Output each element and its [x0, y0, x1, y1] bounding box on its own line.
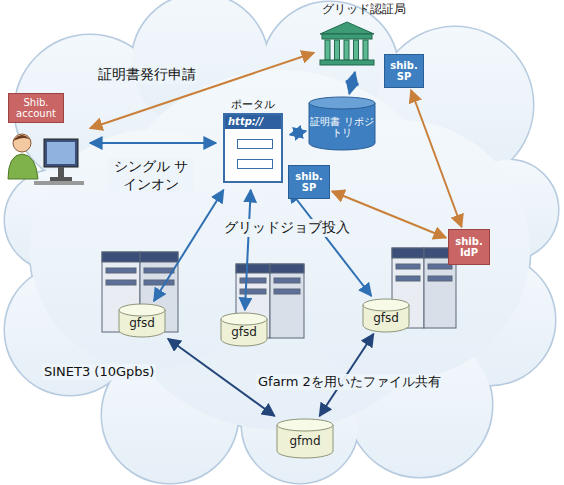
monitor-base: [50, 177, 72, 181]
portal-heading: ポータル: [218, 98, 288, 112]
user-node: Shib. account: [4, 93, 88, 193]
cloud-outline: [5, 0, 558, 483]
service-label: shib. SP: [387, 60, 421, 83]
cloud-fill: [5, 0, 558, 483]
account-box: Shib. account: [8, 93, 64, 123]
cylinder-top: [363, 299, 409, 311]
login-field: [237, 159, 273, 169]
portal-window: http://: [223, 113, 283, 183]
bank-column: [354, 40, 359, 60]
annotation-label: SINET3 (10Gpbs): [42, 364, 156, 380]
cyl-node: gfsd: [118, 303, 166, 337]
service-label: shib. SP: [291, 171, 327, 194]
bank-roof: [320, 22, 374, 34]
user-head: [13, 134, 31, 152]
user-body: [8, 154, 38, 179]
monitor-stand: [58, 167, 64, 177]
bank-column: [363, 40, 368, 60]
connector: [290, 131, 306, 135]
disk-label: gfsd: [231, 326, 257, 340]
portal-url: http://: [228, 116, 278, 128]
connector: [349, 72, 355, 94]
annotation-label: シングル サインオン: [108, 158, 194, 193]
bank-column: [325, 40, 330, 60]
cylinder-body: [309, 103, 375, 150]
disk-label: gfsd: [129, 317, 155, 331]
connector: [154, 190, 224, 301]
disk-label: gfmd: [289, 435, 320, 449]
user-hair: [13, 135, 31, 141]
monitor-screen: [44, 139, 78, 167]
repo-node: 証明書 リポジトリ: [308, 96, 376, 150]
cylinder-top: [221, 313, 267, 325]
repository-label: 証明書 リポジトリ: [308, 116, 376, 139]
login-field: [237, 139, 273, 149]
server-left: [102, 252, 178, 332]
connector: [411, 90, 462, 227]
connector: [90, 142, 216, 144]
bank-beam: [322, 34, 372, 39]
annotation-label: Gfarm 2を用いたファイル共有: [256, 374, 443, 390]
desk: [34, 181, 84, 185]
bank-column: [344, 40, 349, 60]
authority-heading: グリッド認証局: [316, 2, 412, 16]
bank-column: [335, 40, 340, 60]
cyl-node: gfsd: [220, 312, 268, 346]
sp-node: shib. SP: [384, 54, 424, 88]
idp-node: shib. IdP: [448, 229, 490, 265]
service-label: shib. IdP: [451, 236, 487, 259]
cyl-node: gfsd: [362, 298, 410, 332]
monitor-glass: [47, 142, 75, 164]
bank-base: [320, 60, 374, 65]
bank-building-icon: [318, 20, 376, 70]
cylinder-top: [277, 419, 333, 431]
cylinder-top: [309, 97, 375, 109]
cyl-node: gfmd: [276, 418, 334, 458]
cylinder-top: [119, 304, 165, 316]
server-racks: [102, 248, 456, 338]
account-label: Shib. account: [11, 97, 61, 120]
portal-node: ポータル http://: [218, 98, 288, 188]
user-illustration: [4, 127, 88, 193]
annotation-label: グリッドジョブ投入: [222, 219, 352, 237]
portal-address-bar: http://: [225, 115, 281, 129]
connector: [289, 190, 371, 296]
sp-node: shib. SP: [288, 165, 330, 199]
connector: [245, 190, 251, 310]
disk-label: gfsd: [373, 312, 399, 326]
annotation-label: 証明書発行申請: [96, 66, 198, 84]
